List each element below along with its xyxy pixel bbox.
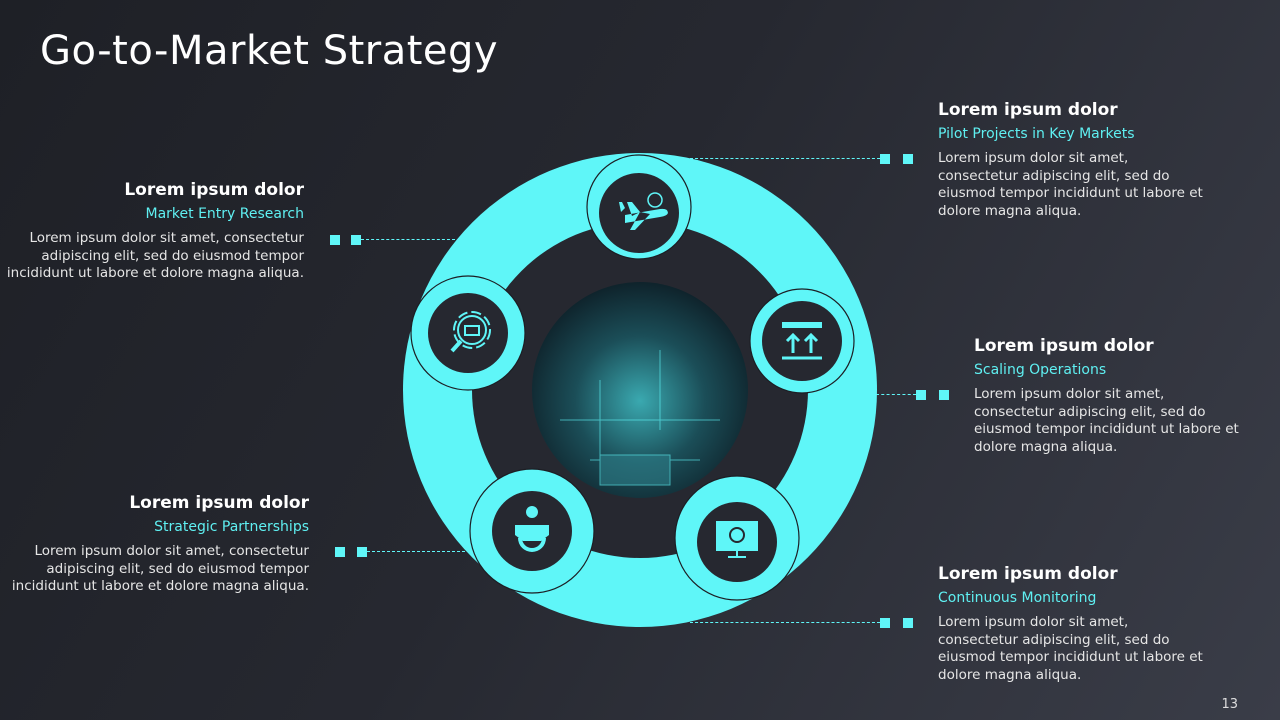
connector-2 [690, 154, 914, 164]
center-photo [532, 282, 748, 498]
step-heading: Lorem ipsum dolor [129, 493, 309, 513]
step-subtitle: Pilot Projects in Key Markets [938, 126, 1135, 142]
step-market-entry: Lorem ipsum dolor Market Entry Research … [4, 180, 304, 283]
step-heading: Lorem ipsum dolor [938, 564, 1118, 584]
step-pilot-projects: Lorem ipsum dolor Pilot Projects in Key … [938, 100, 1208, 220]
step-subtitle: Market Entry Research [145, 206, 305, 222]
page-number: 13 [1221, 697, 1238, 712]
step-heading: Lorem ipsum dolor [124, 180, 304, 200]
step-scaling: Lorem ipsum dolor Scaling Operations Lor… [974, 336, 1244, 456]
step-heading: Lorem ipsum dolor [938, 100, 1118, 120]
step-subtitle: Strategic Partnerships [154, 519, 309, 535]
step-partnerships: Lorem ipsum dolor Strategic Partnerships… [9, 493, 309, 596]
connector-1 [330, 235, 455, 245]
store-search-icon [450, 311, 491, 353]
step-body: Lorem ipsum dolor sit amet, consectetur … [938, 614, 1203, 683]
step-subtitle: Scaling Operations [974, 362, 1107, 378]
step-heading: Lorem ipsum dolor [974, 336, 1154, 356]
step-monitoring: Lorem ipsum dolor Continuous Monitoring … [938, 564, 1208, 684]
connector-4 [335, 547, 465, 557]
center-photo-detail [560, 350, 720, 486]
step-body: Lorem ipsum dolor sit amet, consectetur … [938, 150, 1203, 219]
handshake-gear-icon [515, 506, 549, 552]
step-subtitle: Continuous Monitoring [938, 590, 1097, 606]
monitor-search-icon [716, 521, 758, 558]
step-body: Lorem ipsum dolor sit amet, consectetur … [11, 543, 309, 594]
airplane-person-icon [619, 192, 668, 230]
step-body: Lorem ipsum dolor sit amet, consectetur … [6, 230, 304, 281]
connector-3 [876, 390, 950, 400]
scale-up-arrows-icon [782, 322, 822, 360]
connector-5 [690, 618, 914, 628]
step-body: Lorem ipsum dolor sit amet, consectetur … [974, 386, 1239, 455]
page-title: Go-to-Market Strategy [40, 28, 499, 74]
